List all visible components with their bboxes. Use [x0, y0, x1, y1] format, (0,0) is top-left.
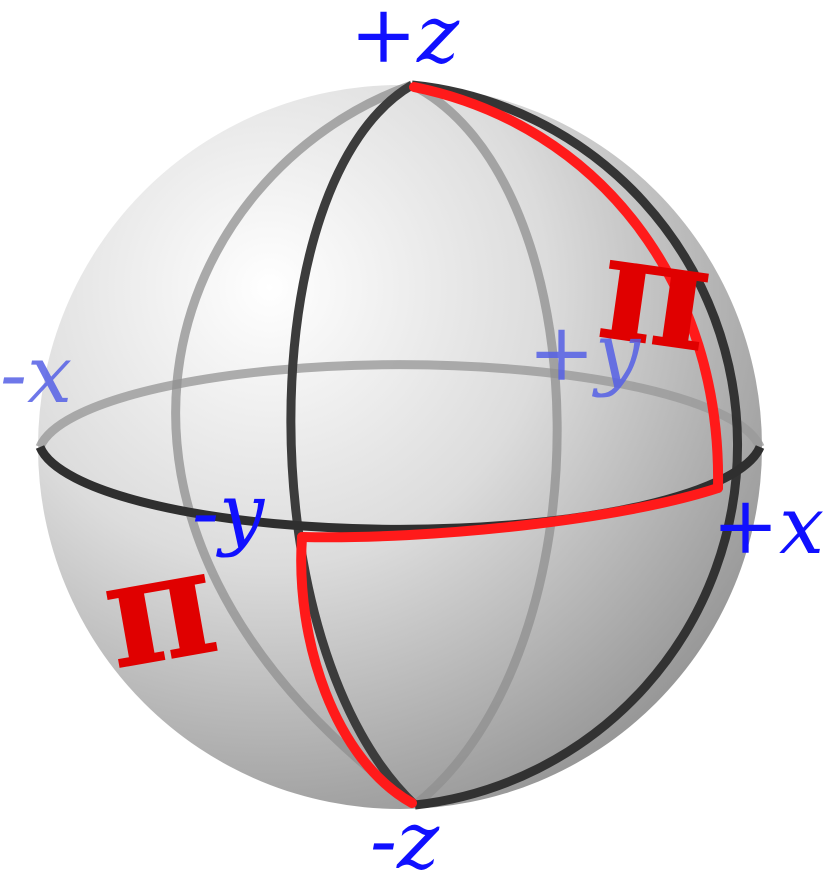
axis-label-minus-y: -y — [192, 466, 266, 559]
meridian-back-left — [171, 80, 418, 809]
pi-label-upper: π — [589, 198, 722, 388]
axis-label-minus-z: -z — [370, 794, 440, 874]
sphere-right-edge — [411, 80, 742, 810]
rotation-path-z-to-x — [409, 82, 724, 493]
rotation-path-minus-y-to-minus-z — [296, 532, 417, 808]
axis-label-plus-z: +z — [350, 0, 460, 81]
meridian-back-right — [409, 80, 562, 809]
meridian-front — [286, 81, 419, 809]
equator-back-arc — [35, 360, 765, 449]
equator-front-arc — [35, 445, 765, 534]
axis-label-plus-x: +x — [712, 479, 824, 572]
axis-label-minus-x: -x — [0, 328, 72, 421]
rotation-path-x-to-minus-y — [297, 483, 723, 543]
axis-label-plus-y: +y — [528, 306, 642, 399]
sphere — [38, 85, 762, 809]
